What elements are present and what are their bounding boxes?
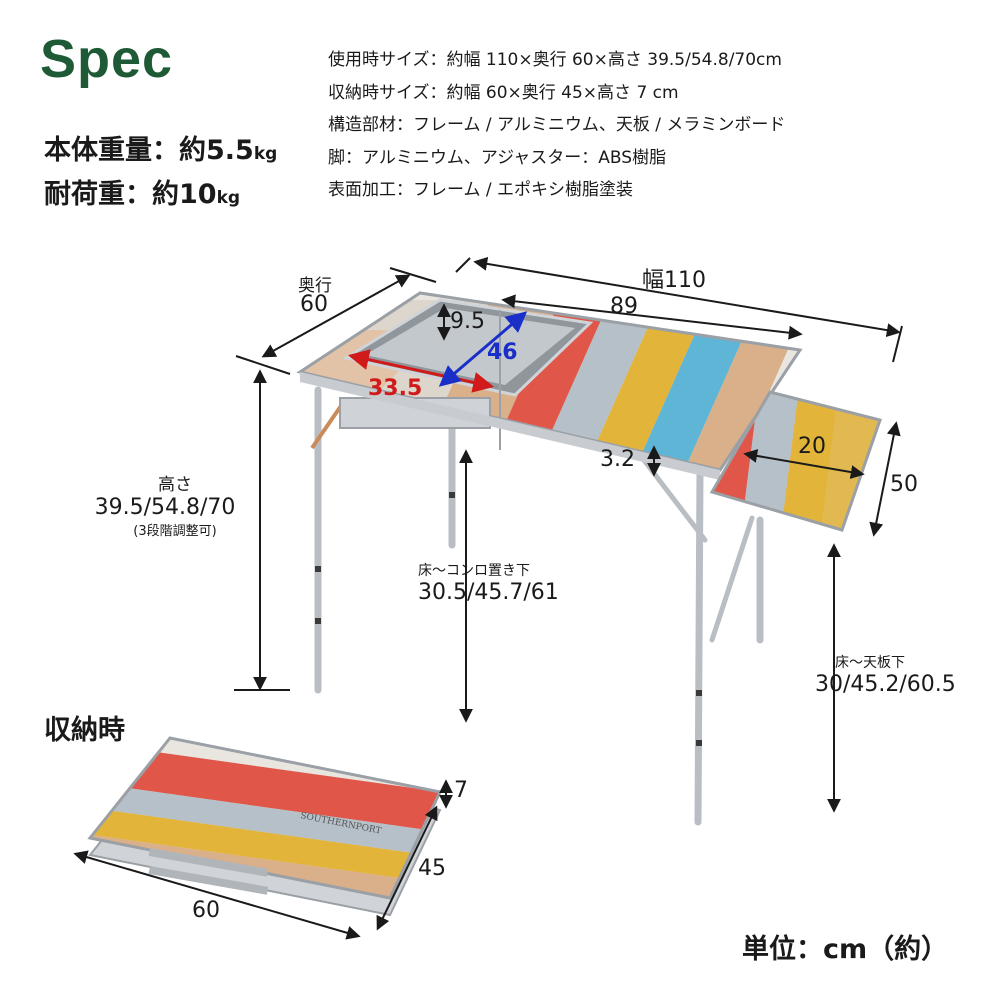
spec-line-size-use: 使用時サイズ：約幅 110×奥行 60×高さ 39.5/54.8/70cm	[328, 50, 782, 70]
spec-line-finish: 表面加工：フレーム / エポキシ樹脂塗装	[328, 180, 634, 200]
body-weight-unit: kg	[253, 144, 278, 164]
height-value: 39.5/54.8/70	[94, 495, 236, 520]
load-capacity-unit: kg	[216, 188, 241, 208]
storage-depth: 45	[418, 856, 446, 881]
spec-list: 使用時サイズ：約幅 110×奥行 60×高さ 39.5/54.8/70cm 収納…	[328, 44, 785, 207]
load-capacity: 耐荷重：約10kg	[44, 172, 240, 211]
storage-thickness: 7	[454, 778, 468, 803]
stove-depth: 46	[487, 340, 518, 365]
height-note: (3段階調整可)	[133, 524, 217, 539]
stove-floor-block: 床〜コンロ置き下 30.5/45.7/61	[418, 560, 559, 605]
table-legs	[314, 386, 764, 826]
stove-floor-label: 床〜コンロ置き下	[418, 563, 530, 579]
width-label: 幅110	[642, 268, 706, 293]
height-block: 高さ 39.5/54.8/70 (3段階調整可)	[95, 470, 250, 539]
spec-line-material: 構造部材：フレーム / アルミニウム、天板 / メラミンボード	[328, 115, 786, 135]
depth-value: 60	[300, 292, 328, 317]
side-width: 20	[798, 434, 826, 459]
side-depth: 50	[890, 472, 918, 497]
board-thickness: 3.2	[600, 447, 635, 472]
stove-width: 33.5	[368, 376, 423, 401]
width-inner: 89	[610, 294, 638, 319]
spec-title: Spec	[40, 29, 174, 89]
spec-line-size-storage: 収納時サイズ：約幅 60×奥行 45×高さ 7 cm	[328, 82, 679, 103]
dimension-lines	[73, 256, 903, 940]
storage-width: 60	[192, 898, 220, 923]
body-weight-text: 本体重量：約5.5	[44, 135, 254, 166]
storage-title: 収納時	[44, 715, 125, 746]
board-floor-label: 床〜天板下	[835, 655, 905, 671]
body-weight: 本体重量：約5.5kg	[44, 128, 277, 167]
height-label: 高さ	[158, 475, 192, 495]
board-floor-block: 床〜天板下 30/45.2/60.5	[815, 652, 956, 697]
spec-line-legs: 脚：アルミニウム、アジャスター：ABS樹脂	[328, 147, 667, 168]
leg-joints	[315, 492, 702, 746]
load-capacity-text: 耐荷重：約10	[44, 179, 217, 210]
stove-depth-line	[438, 311, 528, 387]
stove-height: 9.5	[450, 309, 485, 334]
depth-label: 奥行	[298, 276, 332, 296]
folded-table: SOUTHERNPORT	[87, 736, 443, 917]
unit-label: 単位：cm（約）	[742, 934, 949, 965]
stove-floor-value: 30.5/45.7/61	[418, 580, 559, 605]
board-floor-value: 30/45.2/60.5	[815, 672, 956, 697]
